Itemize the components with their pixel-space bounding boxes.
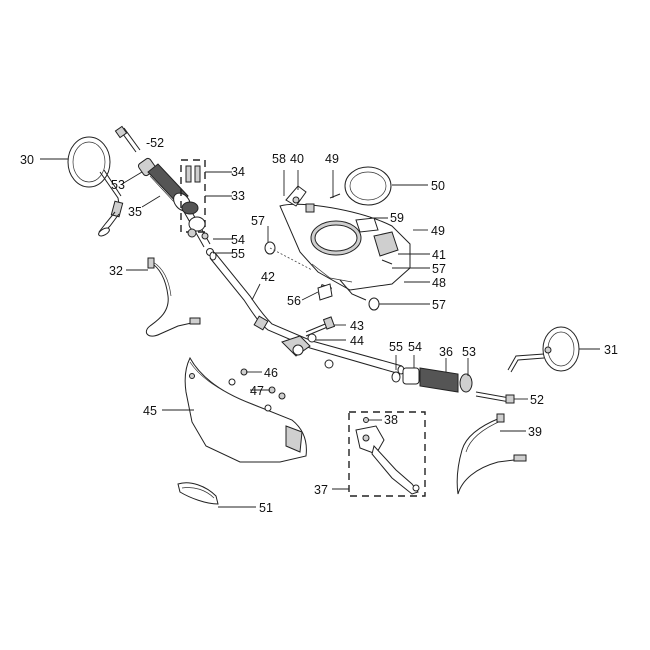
callout-36: 36 bbox=[439, 345, 453, 359]
right-grip-assembly bbox=[391, 367, 515, 404]
callout-59: 59 bbox=[390, 211, 404, 225]
callout-37: 37 bbox=[314, 483, 328, 497]
callout-56: 56 bbox=[287, 294, 301, 308]
callout-48: 48 bbox=[432, 276, 446, 290]
leader-lines bbox=[40, 158, 600, 508]
callout-30: 30 bbox=[20, 153, 34, 167]
callout-57-lower: 57 bbox=[432, 298, 446, 312]
brake-lever-assembly bbox=[348, 411, 426, 497]
callout-55-left: 55 bbox=[231, 247, 245, 261]
callout-49-top: 49 bbox=[325, 152, 339, 166]
callout-57-mid: 57 bbox=[432, 262, 446, 276]
callout-33: 33 bbox=[231, 189, 245, 203]
callout-39: 39 bbox=[528, 425, 542, 439]
right-mirror bbox=[507, 326, 580, 373]
callout-53-left: 53 bbox=[111, 178, 125, 192]
bolt-43 bbox=[305, 316, 336, 337]
callout-52-left: -52 bbox=[146, 136, 164, 150]
callout-45: 45 bbox=[143, 404, 157, 418]
callout-46: 46 bbox=[264, 366, 278, 380]
callout-55-right: 55 bbox=[389, 340, 403, 354]
callout-31: 31 bbox=[604, 343, 618, 357]
callout-35: 35 bbox=[128, 205, 142, 219]
callout-44: 44 bbox=[350, 334, 364, 348]
callout-41: 41 bbox=[432, 248, 446, 262]
callout-47: 47 bbox=[250, 384, 264, 398]
callout-58: 58 bbox=[272, 152, 286, 166]
washer-44 bbox=[307, 333, 317, 343]
callout-49-right: 49 bbox=[431, 224, 445, 238]
callout-32: 32 bbox=[109, 264, 123, 278]
grommet-57-right bbox=[368, 297, 394, 311]
meter-ring-50 bbox=[344, 166, 392, 206]
callout-38: 38 bbox=[384, 413, 398, 427]
callout-labels: 30 53 -52 35 34 33 54 55 32 42 58 40 49 … bbox=[20, 136, 618, 515]
callout-53-right: 53 bbox=[462, 345, 476, 359]
grommet-57-left bbox=[264, 241, 313, 271]
callout-57-left: 57 bbox=[251, 214, 265, 228]
callout-50: 50 bbox=[431, 179, 445, 193]
handlebar-tube bbox=[209, 251, 405, 375]
screws-46-47 bbox=[228, 368, 286, 412]
throttle-cable bbox=[145, 257, 201, 337]
callout-40: 40 bbox=[290, 152, 304, 166]
callout-52-right: 52 bbox=[530, 393, 544, 407]
callout-54-left: 54 bbox=[231, 233, 245, 247]
callout-34: 34 bbox=[231, 165, 245, 179]
callout-42: 42 bbox=[261, 270, 275, 284]
left-mirror bbox=[67, 136, 124, 237]
callout-43: 43 bbox=[350, 319, 364, 333]
clip-56 bbox=[317, 283, 333, 301]
front-handlebar-cover bbox=[184, 356, 307, 463]
callout-51: 51 bbox=[259, 501, 273, 515]
meter-housing bbox=[279, 185, 411, 301]
callout-54-right: 54 bbox=[408, 340, 422, 354]
brake-cable bbox=[456, 413, 527, 495]
lamp-lens-51 bbox=[177, 482, 219, 505]
